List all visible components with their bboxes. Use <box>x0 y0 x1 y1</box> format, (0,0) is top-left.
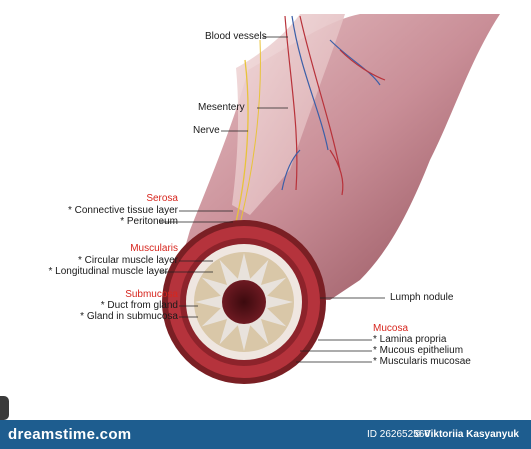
footer-author[interactable]: © Viktoriia Kasyanyuk <box>413 429 519 440</box>
blood-vessels <box>281 15 386 196</box>
leader-lines <box>160 36 385 363</box>
submucosa-item: * Gland in submucosa <box>80 311 178 322</box>
mesentery-label: Mesentery <box>198 102 245 113</box>
submucosa-heading: Submucosa <box>125 289 178 300</box>
nerve-label: Nerve <box>193 125 220 136</box>
intestine-illustration <box>160 14 500 384</box>
blood-vessels-label: Blood vessels <box>205 31 267 42</box>
muscularis-heading: Muscularis <box>130 243 178 254</box>
muscularis-item: * Longitudinal muscle layer <box>48 266 168 277</box>
lymph-nodule-label: Lumph nodule <box>390 292 454 303</box>
footer-bar: dreamstime.com ID 262652566 © Viktoriia … <box>0 420 531 449</box>
serosa-item: * Connective tissue layer <box>67 205 178 216</box>
mucosa-item: * Muscularis mucosae <box>373 356 471 367</box>
lumen <box>222 280 266 324</box>
footer-brand[interactable]: dreamstime.com <box>8 426 132 443</box>
serosa-item: * Peritoneum <box>120 216 178 227</box>
cross-section <box>162 220 326 384</box>
submucosa-item: * Duct from gland <box>100 300 178 311</box>
mucosa-item: * Mucous epithelium <box>373 345 464 356</box>
muscularis-item: * Circular muscle layer <box>77 255 178 266</box>
serosa-heading: Serosa <box>146 193 178 204</box>
nerve-fiber <box>235 59 249 223</box>
mucosa-item: * Lamina propria <box>373 334 447 345</box>
footer-image-id: ID 262652566 <box>367 429 430 440</box>
mucosa-heading: Mucosa <box>373 323 409 334</box>
side-tab[interactable] <box>0 396 9 420</box>
